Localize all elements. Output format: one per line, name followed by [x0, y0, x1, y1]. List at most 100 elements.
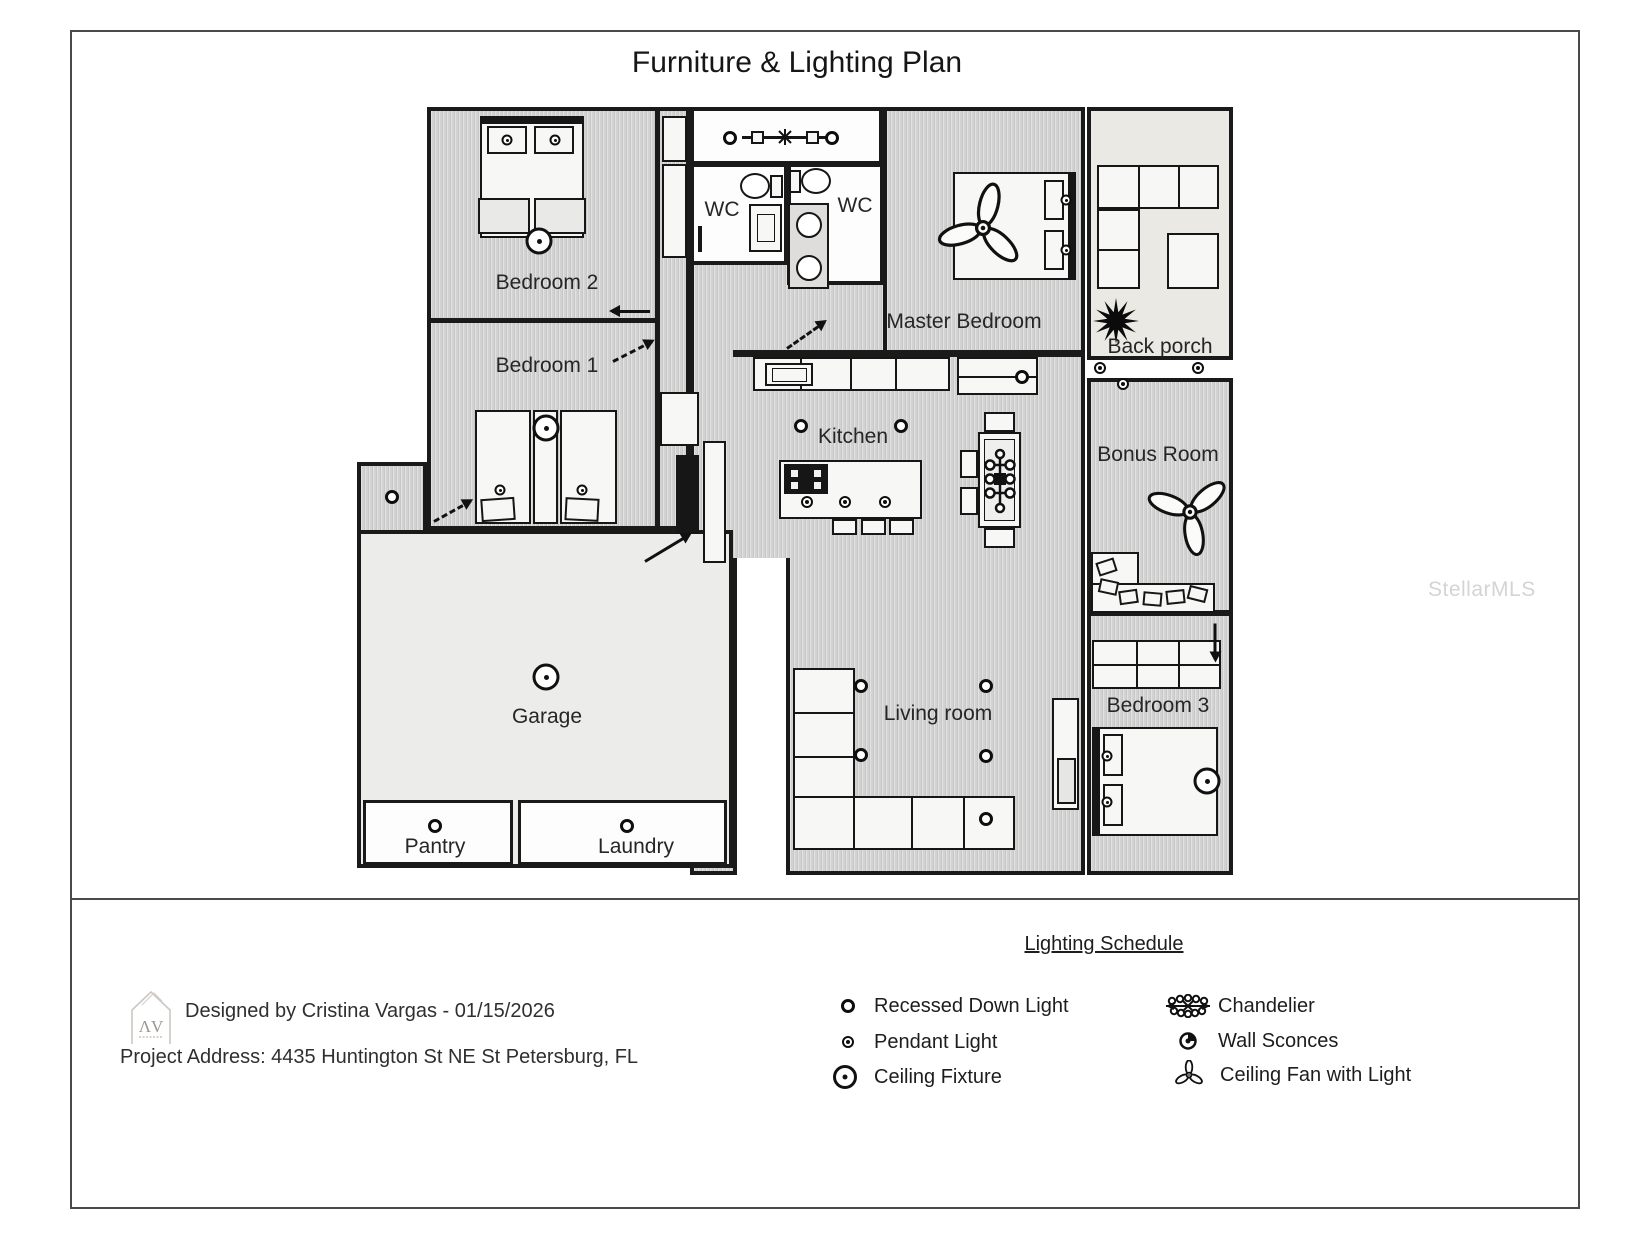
- legend-label-pendant: Pendant Light: [874, 1031, 998, 1053]
- wall: [431, 318, 657, 323]
- wall-sconce-icon: [576, 484, 588, 496]
- door-jamb: [698, 226, 702, 252]
- wall-sconce-icon: [1101, 796, 1113, 808]
- page-title: Furniture & Lighting Plan: [631, 46, 963, 79]
- hall-closet: [662, 164, 687, 258]
- designer-logo: ΛV: [131, 990, 171, 1044]
- pendant-light-icon: [839, 496, 851, 508]
- toilet: [740, 173, 770, 199]
- toilet-tank: [789, 170, 801, 193]
- divider: [959, 376, 1036, 378]
- pillow: [480, 496, 516, 523]
- room-label-garage: Garage: [511, 705, 583, 728]
- pillow: [564, 497, 600, 522]
- legend-label-wall-sconces: Wall Sconces: [1218, 1030, 1339, 1052]
- headboard: [482, 118, 582, 124]
- hall-closet: [662, 116, 687, 162]
- vanity-light-box: [806, 131, 819, 144]
- room-label-bedroom2: Bedroom 2: [495, 271, 599, 294]
- burner: [791, 482, 798, 489]
- room-label-bedroom3: Bedroom 3: [1106, 694, 1210, 717]
- wall-sconce-icon: [1060, 194, 1072, 206]
- ceiling-fixture-icon: [532, 663, 560, 691]
- divider: [911, 798, 913, 848]
- bar-stool: [832, 519, 857, 535]
- recessed-light-icon: [894, 419, 908, 433]
- dining-chair: [960, 450, 978, 478]
- room-label-bedroom1: Bedroom 1: [495, 354, 599, 377]
- divider: [1178, 167, 1180, 207]
- recessed-light-icon: [979, 812, 993, 826]
- recessed-light-icon: [825, 131, 839, 145]
- divider: [1178, 642, 1180, 687]
- page-border-frame: [70, 30, 1580, 1209]
- room-label-kitchen: Kitchen: [817, 425, 889, 448]
- pendant-light-icon: [842, 1036, 854, 1048]
- recessed-light-icon: [979, 679, 993, 693]
- recessed-light-icon: [428, 819, 442, 833]
- ceiling-fixture-icon: [532, 414, 560, 442]
- divider: [795, 712, 853, 714]
- ceiling-fan-icon: [937, 182, 1019, 263]
- toilet: [801, 168, 831, 194]
- headboard: [1094, 729, 1100, 834]
- round-sink: [796, 255, 822, 281]
- refrigerator: [676, 455, 699, 534]
- dining-chair: [984, 412, 1015, 432]
- ceiling-fixture-icon: [1193, 767, 1221, 795]
- ceiling-fan-icon: [1175, 1060, 1203, 1085]
- hall-cabinet: [660, 392, 699, 446]
- cushion: [1142, 591, 1163, 607]
- pantry-room: [363, 800, 513, 865]
- door-arrow: [1213, 623, 1217, 660]
- divider: [1136, 642, 1138, 687]
- kitchen-wall: [733, 350, 1085, 357]
- legend-title: Lighting Schedule: [1024, 933, 1184, 955]
- project-address-text: Project Address: 4435 Huntington St NE S…: [120, 1046, 639, 1068]
- legend-label-ceiling-fixture: Ceiling Fixture: [874, 1066, 1002, 1088]
- front-entry-notch: [733, 558, 790, 875]
- section-divider: [70, 898, 1580, 900]
- porch-table: [1167, 233, 1219, 289]
- legend-label-recessed: Recessed Down Light: [874, 995, 1069, 1017]
- wall-sconce-icon: [501, 134, 513, 146]
- closet-rod: [1094, 664, 1219, 666]
- wall: [655, 111, 660, 526]
- recessed-light-icon: [620, 819, 634, 833]
- wall-sconce-icon: [1060, 244, 1072, 256]
- watermark: StellarMLS: [1428, 578, 1536, 601]
- room-label-wc-left: WC: [704, 198, 740, 221]
- designed-by-text: Designed by Cristina Vargas - 01/15/2026: [185, 1000, 555, 1022]
- wall-sconces-icon: [1179, 1032, 1197, 1050]
- vanity-light-box: [751, 131, 764, 144]
- entry-niche: [703, 441, 726, 563]
- ceiling-fan-icon: [1147, 481, 1226, 556]
- chandelier-icon: [984, 448, 1016, 514]
- door-arrow: [609, 305, 650, 317]
- divider: [963, 798, 965, 848]
- legend-label-chandelier: Chandelier: [1218, 995, 1315, 1017]
- room-label-living-room: Living room: [883, 702, 993, 725]
- burner: [791, 470, 798, 477]
- headboard: [1068, 174, 1074, 278]
- wall-sconce-icon: [1101, 750, 1113, 762]
- recessed-light-icon: [979, 749, 993, 763]
- ceiling-fixture-icon: [525, 227, 553, 255]
- divider: [853, 798, 855, 848]
- recessed-down-light-icon: [841, 999, 855, 1013]
- sink-basin: [772, 368, 807, 382]
- recessed-light-icon: [1015, 370, 1029, 384]
- bar-stool: [861, 519, 886, 535]
- recessed-light-icon: [854, 748, 868, 762]
- porch-sofa: [1097, 209, 1140, 289]
- porch-sofa: [1097, 165, 1219, 209]
- dining-chair: [960, 487, 978, 515]
- chandelier-icon: [777, 129, 793, 145]
- cooktop: [784, 464, 828, 494]
- toilet-tank: [770, 175, 783, 198]
- cushion: [1165, 589, 1186, 605]
- recessed-light-icon: [723, 131, 737, 145]
- kitchen-sink: [765, 363, 813, 386]
- room-label-back-porch: Back porch: [1107, 335, 1213, 358]
